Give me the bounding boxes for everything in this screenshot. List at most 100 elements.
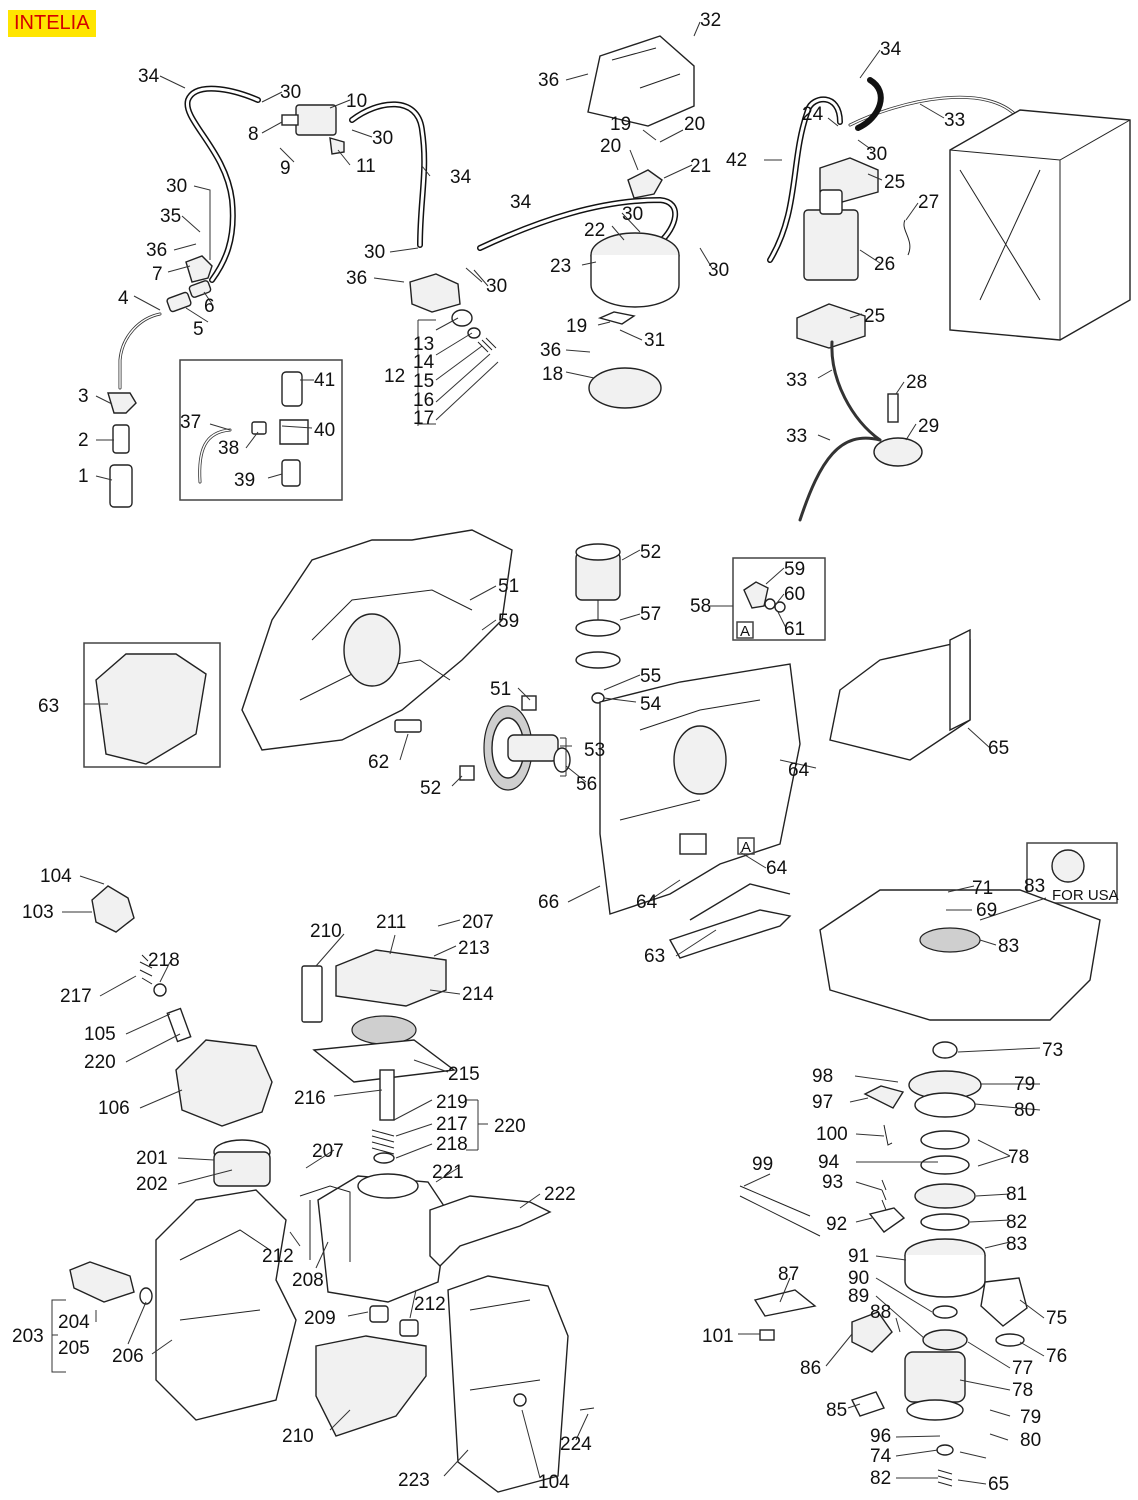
part-number-label: 30 [866, 144, 887, 165]
part-number-label: 215 [448, 1064, 480, 1085]
part-number-label: 220 [494, 1116, 526, 1137]
part-number-label: 30 [166, 176, 187, 197]
part-number-label: 4 [118, 288, 129, 309]
part-number-label: 212 [262, 1246, 294, 1267]
part-number-label: 89 [848, 1286, 869, 1307]
part-drawings [69, 35, 1131, 1493]
part-number-label: 206 [112, 1346, 144, 1367]
part-number-label: 83 [1024, 876, 1045, 897]
part-number-label: 59 [498, 611, 519, 632]
for-usa-label: FOR USA [1052, 887, 1119, 904]
part-number-label: 105 [84, 1024, 116, 1045]
part-number-label: 23 [550, 256, 571, 277]
part-number-label: 61 [784, 619, 805, 640]
part-number-label: 92 [826, 1214, 847, 1235]
part-number-label: 101 [702, 1326, 734, 1347]
part-number-label: 34 [510, 192, 532, 213]
part-number-label: 51 [490, 679, 511, 700]
part-number-label: 29 [918, 416, 939, 437]
leader-lines [51, 21, 1047, 1485]
part-number-label: 214 [462, 984, 494, 1005]
part-number-label: 93 [822, 1172, 843, 1193]
part-number-label: 20 [684, 114, 705, 135]
part-number-label: 59 [784, 559, 805, 580]
part-number-label: 218 [436, 1134, 468, 1155]
part-number-label: 12 [384, 366, 405, 387]
part-number-label: 223 [398, 1470, 430, 1491]
part-number-label: 1 [78, 466, 89, 487]
part-number-label: 209 [304, 1308, 336, 1329]
box-marker-a: A [740, 623, 750, 640]
part-number-label: 221 [432, 1162, 464, 1183]
part-number-label: 220 [84, 1052, 116, 1073]
part-number-label: 80 [1014, 1100, 1035, 1121]
part-number-label: 5 [193, 319, 204, 340]
part-number-label: 66 [538, 892, 559, 913]
part-number-label: 34 [450, 167, 472, 188]
part-number-label: 77 [1012, 1358, 1033, 1379]
part-number-label: 36 [346, 268, 367, 289]
part-number-label: 64 [636, 892, 658, 913]
part-number-label: 26 [874, 254, 895, 275]
part-number-label: 30 [280, 82, 301, 103]
part-number-label: 78 [1012, 1380, 1033, 1401]
part-number-label: 79 [1014, 1074, 1035, 1095]
part-number-label: 25 [864, 306, 885, 327]
part-number-label: 63 [38, 696, 59, 717]
part-number-label: 204 [58, 1312, 90, 1333]
part-number-label: 97 [812, 1092, 833, 1113]
part-number-label: 224 [560, 1434, 592, 1455]
part-number-label: 25 [884, 172, 905, 193]
part-number-label: 82 [870, 1468, 891, 1489]
part-number-label: 75 [1046, 1308, 1067, 1329]
part-number-label: 33 [944, 110, 965, 131]
part-number-label: 27 [918, 192, 939, 213]
part-number-label: 210 [282, 1426, 314, 1447]
part-number-label: 38 [218, 438, 239, 459]
part-number-label: 86 [800, 1358, 821, 1379]
part-number-label: 52 [640, 542, 661, 563]
part-number-label: 217 [60, 986, 92, 1007]
part-number-label: 88 [870, 1302, 891, 1323]
part-number-label: 30 [372, 128, 393, 149]
part-number-label: 202 [136, 1174, 168, 1195]
part-number-label: 100 [816, 1124, 848, 1145]
part-number-label: 36 [538, 70, 559, 91]
part-number-label: 17 [413, 408, 434, 429]
part-number-label: 3 [78, 386, 89, 407]
part-number-label: 104 [538, 1472, 570, 1493]
part-number-label: 79 [1020, 1407, 1041, 1428]
part-number-label: 11 [356, 156, 376, 177]
part-number-label: 208 [292, 1270, 324, 1291]
part-number-label: 22 [584, 220, 605, 241]
part-number-label: 106 [98, 1098, 130, 1119]
part-number-label: 211 [376, 912, 406, 933]
part-number-label: 55 [640, 666, 661, 687]
part-number-label: 13 [413, 334, 434, 355]
part-number-label: 15 [413, 371, 434, 392]
part-number-label: 57 [640, 604, 661, 625]
part-number-label: 56 [576, 774, 597, 795]
box-marker-a-2: A [741, 839, 751, 856]
part-number-label: 53 [584, 740, 605, 761]
part-number-label: 30 [486, 276, 507, 297]
part-number-label: 222 [544, 1184, 576, 1205]
part-number-label: 9 [280, 158, 291, 179]
part-number-label: 90 [848, 1268, 869, 1289]
part-number-label: 94 [818, 1152, 840, 1173]
part-number-label: 21 [690, 156, 711, 177]
part-number-label: 99 [752, 1154, 773, 1175]
part-number-label: 207 [462, 912, 494, 933]
part-number-label: 52 [420, 778, 441, 799]
part-number-label: 16 [413, 390, 434, 411]
part-number-label: 74 [870, 1446, 892, 1467]
part-number-label: 78 [1008, 1147, 1029, 1168]
part-number-label: 83 [1006, 1234, 1027, 1255]
part-number-label: 62 [368, 752, 389, 773]
part-number-label: 201 [136, 1148, 168, 1169]
part-number-label: 33 [786, 426, 807, 447]
part-number-label: 65 [988, 738, 1009, 759]
part-number-label: 96 [870, 1426, 891, 1447]
